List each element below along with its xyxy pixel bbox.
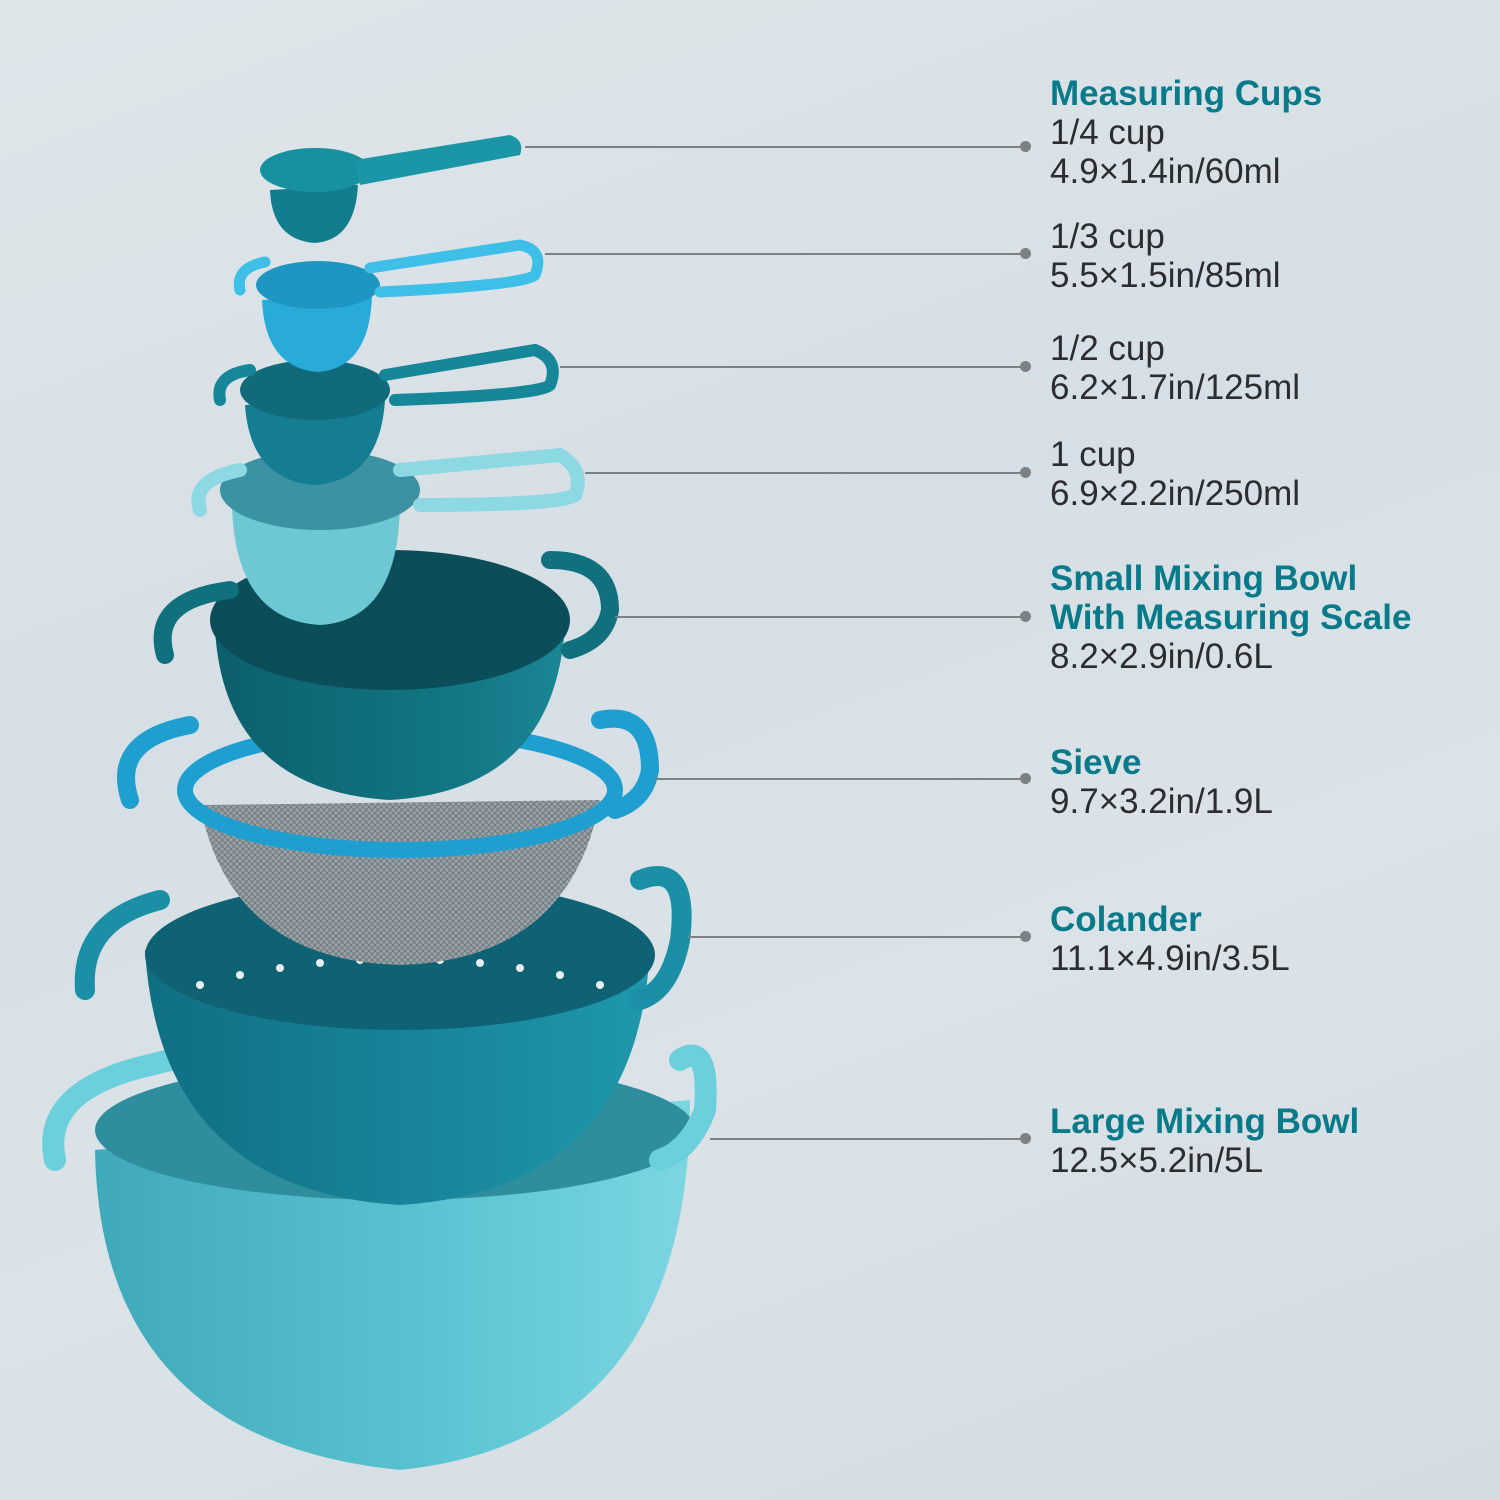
dimension-label: 6.2×1.7in/125ml bbox=[1050, 368, 1301, 407]
dimension-label: 6.9×2.2in/250ml bbox=[1050, 474, 1301, 513]
leader-line-colander bbox=[688, 936, 1025, 938]
leader-line-quarter-cup bbox=[525, 146, 1025, 148]
label-measuring-cups: Measuring Cups 1/4 cup 4.9×1.4in/60ml bbox=[1050, 74, 1322, 191]
size-label: 1/3 cup bbox=[1050, 217, 1165, 256]
sieve bbox=[117, 709, 660, 965]
leader-dot bbox=[1020, 931, 1031, 942]
quarter-cup-measure bbox=[260, 135, 522, 243]
leader-dot bbox=[1020, 1133, 1031, 1144]
label-sieve: Sieve 9.7×3.2in/1.9L bbox=[1050, 743, 1273, 821]
heading-colander: Colander bbox=[1050, 900, 1202, 939]
leader-dot bbox=[1020, 361, 1031, 372]
dimension-label: 12.5×5.2in/5L bbox=[1050, 1141, 1264, 1180]
dimension-label: 4.9×1.4in/60ml bbox=[1050, 152, 1281, 191]
size-label: 1 cup bbox=[1050, 435, 1136, 474]
dimension-label: 11.1×4.9in/3.5L bbox=[1050, 939, 1290, 978]
leader-line-small-bowl bbox=[615, 616, 1025, 618]
leader-line-one-cup bbox=[585, 472, 1025, 474]
label-half-cup: 1/2 cup 6.2×1.7in/125ml bbox=[1050, 329, 1300, 407]
leader-dot bbox=[1020, 611, 1031, 622]
leader-dot bbox=[1020, 248, 1031, 259]
dimension-label: 9.7×3.2in/1.9L bbox=[1050, 782, 1273, 821]
leader-dot bbox=[1020, 141, 1031, 152]
heading-measuring-scale: With Measuring Scale bbox=[1050, 598, 1412, 637]
dimension-label: 8.2×2.9in/0.6L bbox=[1050, 637, 1273, 676]
heading-small-mixing-bowl: Small Mixing Bowl bbox=[1050, 559, 1358, 598]
half-cup-measure bbox=[213, 343, 559, 485]
leader-line-third-cup bbox=[545, 253, 1025, 255]
small-mixing-bowl bbox=[153, 550, 620, 800]
heading-sieve: Sieve bbox=[1050, 743, 1142, 782]
label-colander: Colander 11.1×4.9in/3.5L bbox=[1050, 900, 1290, 978]
leader-line-large-bowl bbox=[710, 1138, 1025, 1140]
leader-line-half-cup bbox=[560, 366, 1025, 368]
label-one-cup: 1 cup 6.9×2.2in/250ml bbox=[1050, 435, 1300, 513]
leader-line-sieve bbox=[655, 778, 1025, 780]
label-small-mixing-bowl: Small Mixing Bowl With Measuring Scale 8… bbox=[1050, 559, 1411, 676]
dimension-label: 5.5×1.5in/85ml bbox=[1050, 256, 1281, 295]
heading-large-mixing-bowl: Large Mixing Bowl bbox=[1050, 1102, 1360, 1141]
leader-dot bbox=[1020, 773, 1031, 784]
size-label: 1/2 cup bbox=[1050, 329, 1165, 368]
heading-measuring-cups: Measuring Cups bbox=[1050, 74, 1323, 113]
label-third-cup: 1/3 cup 5.5×1.5in/85ml bbox=[1050, 217, 1281, 295]
label-large-mixing-bowl: Large Mixing Bowl 12.5×5.2in/5L bbox=[1050, 1102, 1359, 1180]
leader-dot bbox=[1020, 467, 1031, 478]
one-cup-measure bbox=[191, 447, 585, 625]
third-cup-measure bbox=[233, 239, 544, 372]
size-label: 1/4 cup bbox=[1050, 113, 1165, 152]
